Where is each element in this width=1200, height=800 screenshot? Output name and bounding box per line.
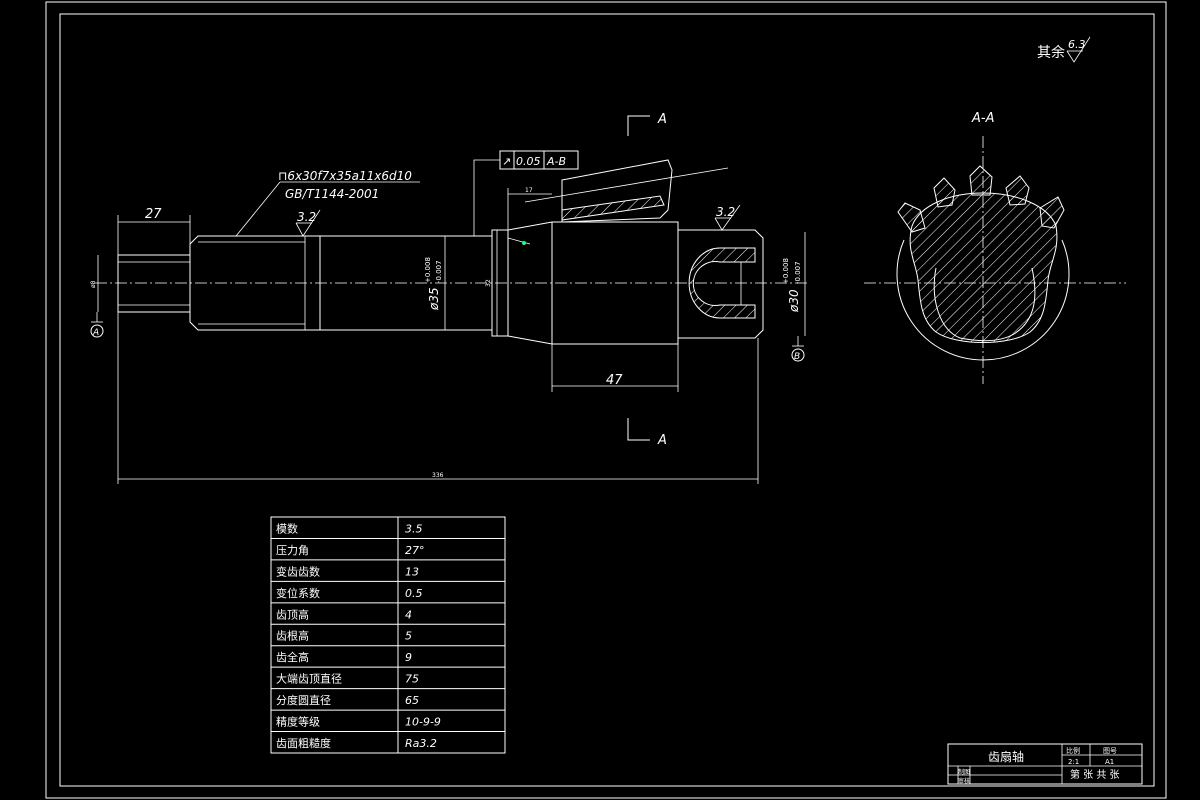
svg-text:B: B: [794, 352, 800, 362]
svg-text:图号: 图号: [1103, 747, 1117, 755]
svg-text:A-B: A-B: [546, 155, 566, 168]
svg-text:336: 336: [432, 472, 444, 479]
param-name: 分度圆直径: [276, 693, 331, 707]
part-name: 齿扇轴: [988, 749, 1024, 764]
dimension-27: 27: [117, 207, 191, 255]
dimension-dia35: ø35 +0.008 -0.007: [424, 236, 446, 330]
svg-text:+0.008: +0.008: [782, 258, 790, 284]
param-name: 大端齿顶直径: [276, 672, 342, 686]
section-view-aa: A-A: [864, 111, 1126, 384]
shaft-front-view: [95, 159, 808, 345]
svg-text:6.3: 6.3: [1068, 38, 1086, 51]
roughness-right: 3.2: [714, 204, 741, 231]
param-name: 齿面粗糙度: [276, 736, 331, 750]
param-name: 精度等级: [276, 715, 320, 729]
param-name: 齿顶高: [276, 607, 309, 621]
param-name: 齿根高: [276, 629, 309, 643]
param-value: 10-9-9: [405, 716, 441, 729]
title-block: 齿扇轴 比例 2:1 图号 A1 第 张 共 张 制图 审核: [947, 743, 1143, 785]
param-value: Ra3.2: [405, 737, 437, 750]
svg-text:⊓6x30f7x35a11x6d10: ⊓6x30f7x35a11x6d10: [278, 169, 412, 183]
dimension-dia30: ø30 +0.008 -0.007: [782, 232, 806, 336]
svg-text:↗: ↗: [502, 155, 511, 168]
svg-text:其余: 其余: [1037, 44, 1065, 61]
param-value: 5: [405, 630, 412, 643]
svg-text:47: 47: [606, 373, 623, 388]
param-value: 27°: [405, 544, 425, 557]
svg-text:A-A: A-A: [971, 111, 994, 126]
svg-text:ø30: ø30: [787, 289, 801, 313]
datum-b: B: [791, 336, 805, 362]
param-value: 75: [405, 673, 419, 686]
param-value: 13: [405, 565, 419, 578]
svg-text:3.2: 3.2: [716, 205, 735, 219]
param-name: 变位系数: [276, 586, 320, 600]
roughness-left: 3.2: [295, 209, 321, 237]
svg-text:3.2: 3.2: [297, 210, 316, 224]
dimension-47: 47: [551, 344, 679, 392]
svg-text:比例: 比例: [1066, 746, 1080, 755]
param-value: 4: [405, 608, 412, 621]
svg-text:2:1: 2:1: [1068, 758, 1079, 766]
dimension-total: 336: [117, 312, 759, 484]
gear-parameter-table: 模数 3.5 压力角 27° 变齿齿数 13 变位系数 0.5 齿顶高 4 齿根高 5 齿全高 9 大端齿顶…: [270, 516, 506, 754]
spline-spec-leader: ⊓6x30f7x35a11x6d10 GB/T1144-2001: [235, 169, 420, 237]
param-value: 0.5: [405, 587, 423, 600]
small-dim-top: 17: [525, 187, 533, 194]
svg-text:+0.008: +0.008: [424, 257, 432, 283]
svg-text:制图: 制图: [958, 768, 970, 776]
svg-text:ø8: ø8: [90, 280, 97, 288]
svg-text:-0.007: -0.007: [794, 261, 802, 284]
svg-text:审核: 审核: [958, 777, 970, 785]
param-name: 模数: [276, 522, 298, 535]
param-name: 齿全高: [276, 650, 309, 664]
param-name: 压力角: [276, 544, 309, 557]
svg-text:ø35: ø35: [427, 287, 441, 311]
small-dim-mid: 32: [485, 279, 492, 287]
section-mark-bottom: A: [627, 418, 667, 448]
inner-border: [59, 13, 1155, 787]
param-value: 3.5: [405, 522, 423, 535]
param-name: 变齿齿数: [276, 564, 320, 578]
param-value: 65: [405, 694, 419, 707]
outer-border: [45, 1, 1167, 799]
general-roughness-note: 其余 6.3: [1037, 36, 1091, 63]
svg-text:27: 27: [145, 207, 162, 222]
svg-text:A: A: [657, 433, 667, 448]
svg-text:第 张 共 张: 第 张 共 张: [1070, 768, 1120, 781]
runout-tolerance-frame: ↗ 0.05 A-B: [473, 150, 579, 236]
svg-text:A1: A1: [1105, 758, 1114, 766]
svg-text:GB/T1144-2001: GB/T1144-2001: [285, 187, 379, 201]
svg-text:A: A: [657, 112, 667, 127]
svg-text:A: A: [92, 328, 99, 338]
section-mark-top: A: [627, 112, 667, 136]
dimension-small-left: ø8: [90, 255, 99, 312]
param-value: 9: [405, 651, 412, 664]
svg-text:0.05: 0.05: [516, 155, 541, 168]
svg-text:-0.007: -0.007: [435, 260, 443, 283]
datum-a: A: [90, 312, 104, 338]
